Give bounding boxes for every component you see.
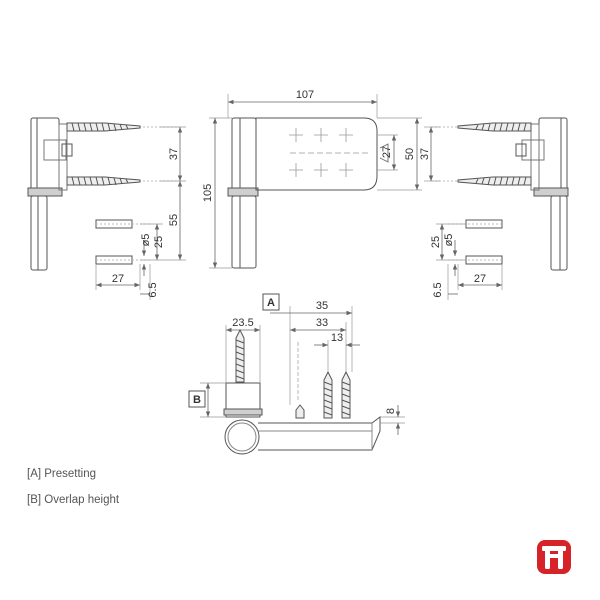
right-hinge-upper-body [538,117,568,191]
front-view [209,94,422,269]
top-dim-33: 33 [316,317,328,329]
right-side-view [424,117,569,300]
right-hinge-lower-body [550,195,568,271]
left-dim-27: 27 [112,273,124,285]
left-dim-55: 55 [168,214,180,226]
right-dim-25: 25 [430,236,442,248]
left-screws [66,122,180,265]
front-hinge-upper-body [231,117,257,191]
right-screws [431,122,532,265]
left-dim-phi5: ø5 [140,234,152,247]
right-dim-37: 37 [419,148,431,160]
right-dim-phi5: ø5 [443,234,455,247]
right-dim-27: 27 [474,273,486,285]
callout-b: B [188,390,206,408]
legend-presetting: [A] Presetting [27,468,97,480]
left-side-view [27,117,186,300]
left-hinge-upper-body [30,117,60,191]
front-dim-50: 50 [404,148,416,160]
top-dim-23-5: 23.5 [232,317,253,329]
right-dim-6-5: 6.5 [432,282,444,297]
top-dim-13: 13 [331,332,343,344]
left-dim-25: 25 [153,236,165,248]
front-dim-27: 27 [381,146,393,158]
top-dim-8: 8 [385,408,397,414]
front-hinge-lower-body [231,195,257,269]
top-view-barrel [224,419,260,455]
top-dim-35: 35 [316,300,328,312]
callout-b-label: B [193,394,201,406]
top-view-body [225,382,261,418]
left-dim-37: 37 [168,148,180,160]
front-leaf-holes [289,128,368,177]
callout-a: A [262,293,280,311]
top-view [200,306,405,455]
legend-overlap-height: [B] Overlap height [27,494,120,506]
front-dim-105: 105 [202,184,214,202]
callout-a-label: A [267,297,275,309]
left-dim-6-5: 6.5 [147,282,159,297]
tt-logo-icon [537,540,571,574]
front-dim-107: 107 [296,89,314,101]
left-hinge-lower-body [30,195,48,271]
front-hinge-leaf [255,117,378,191]
